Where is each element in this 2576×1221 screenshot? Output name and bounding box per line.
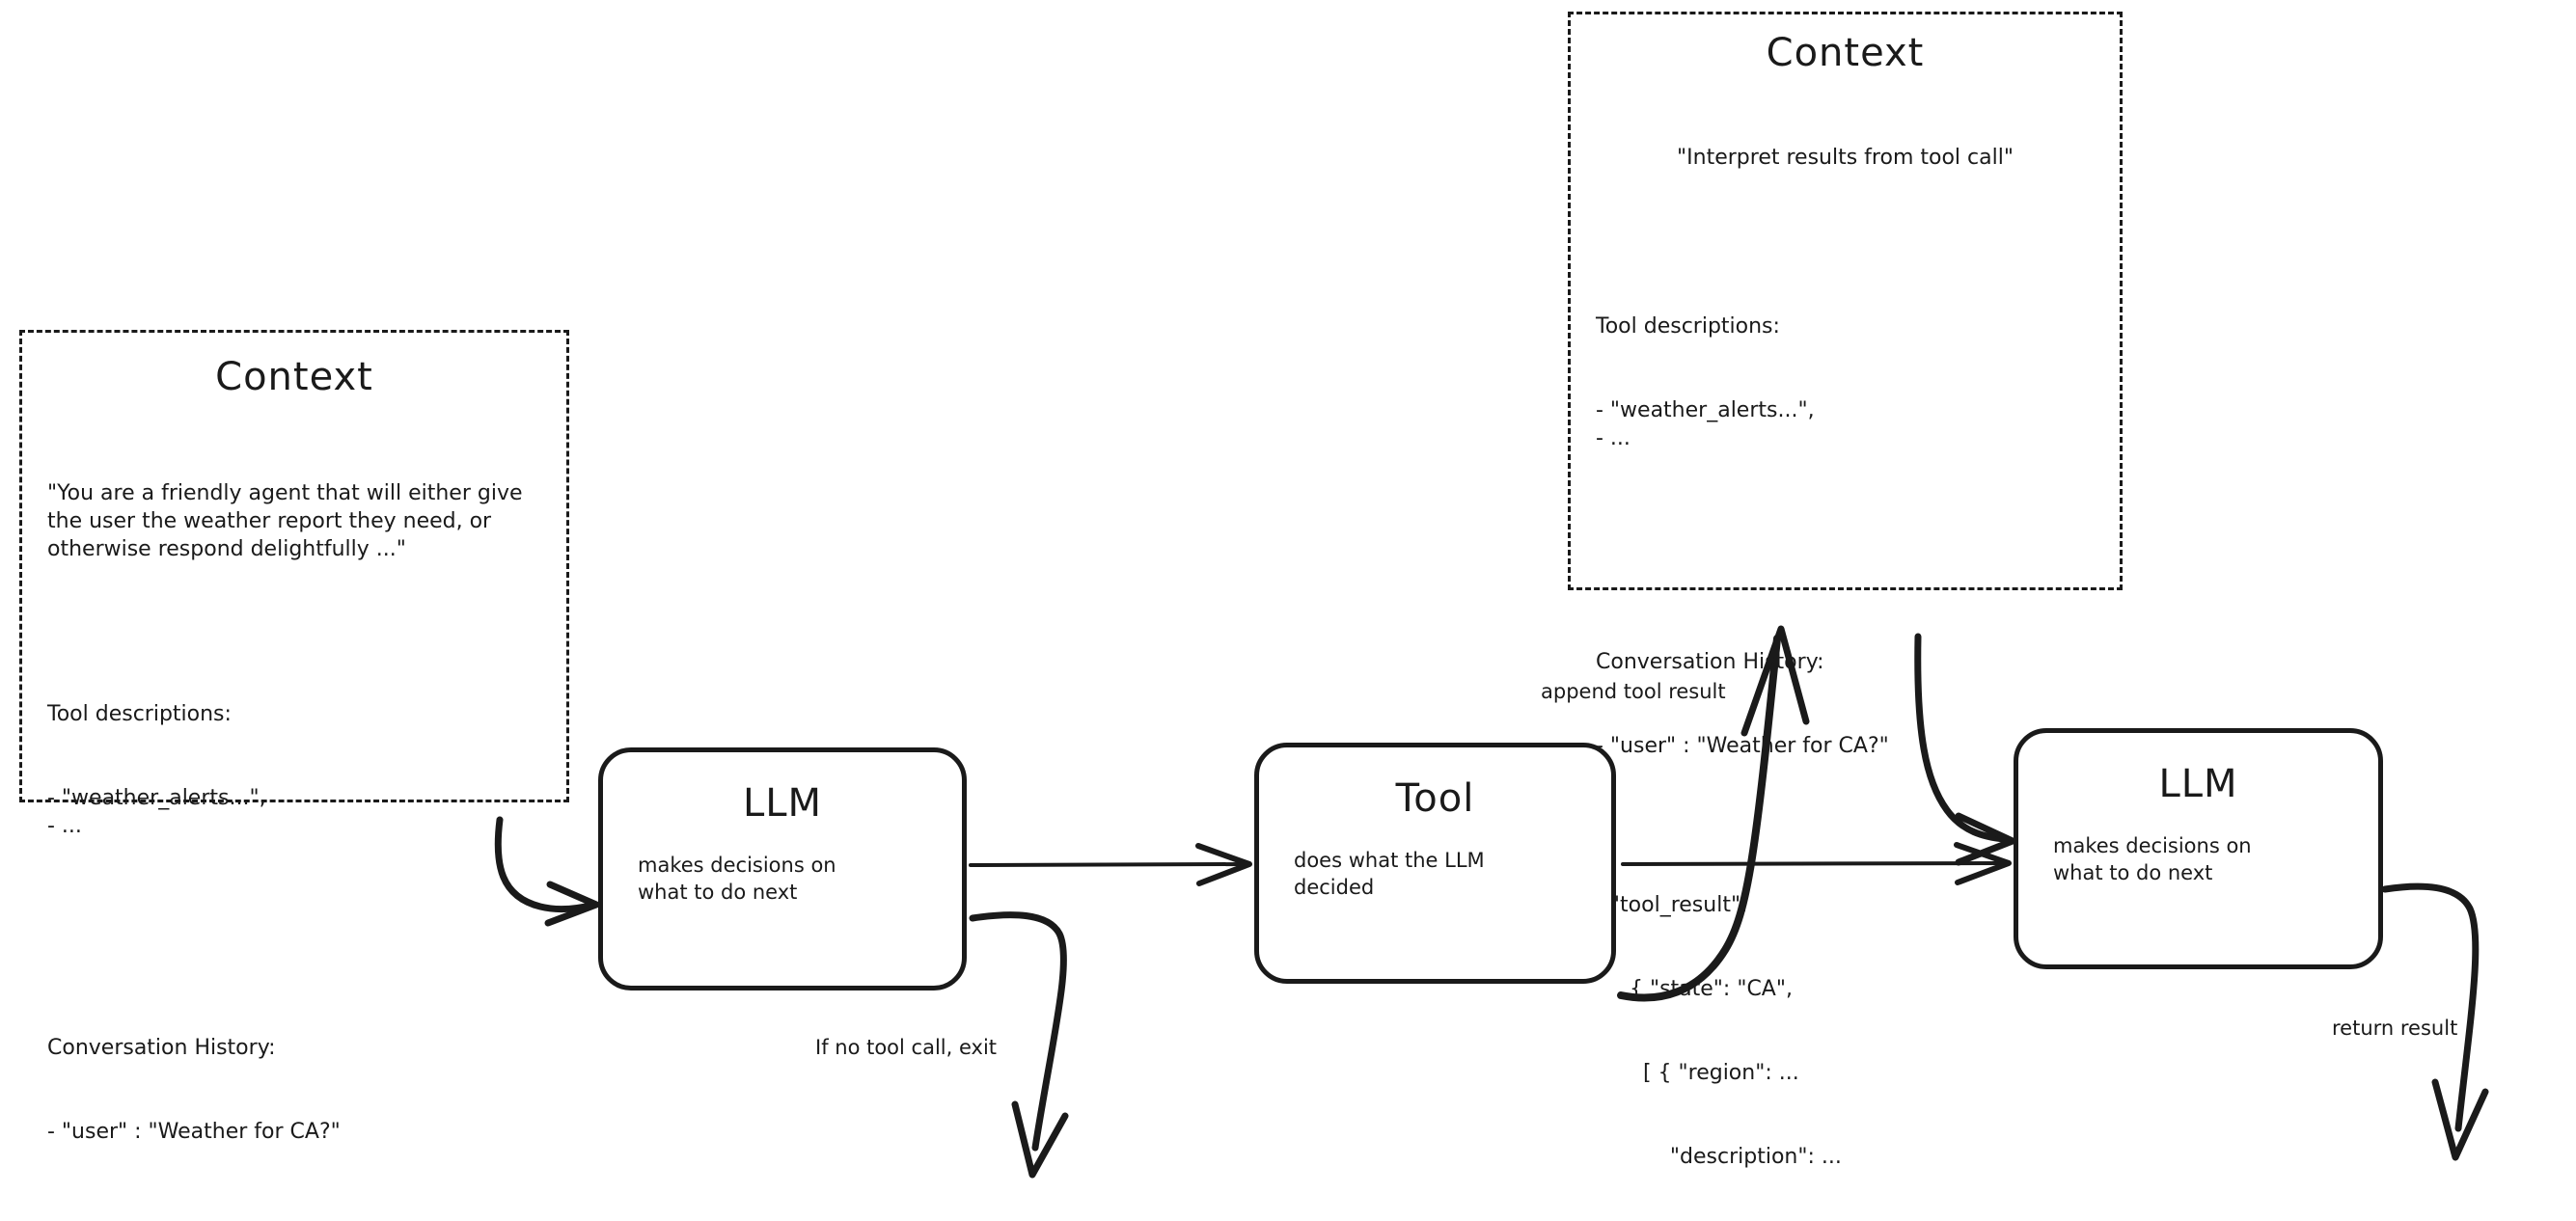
context-body: "Interpret results from tool call" Tool … (1596, 88, 2095, 1221)
tool-descriptions-heading: Tool descriptions: (1596, 314, 1780, 339)
tool-result-line-3: "description": ... (1596, 1145, 1842, 1170)
edge-label-append-tool-result: append tool result (1541, 680, 1726, 703)
context-box-after-tool: Context "Interpret results from tool cal… (1568, 12, 2123, 1169)
conversation-history-items: - "user" : "Weather for CA?" (47, 1119, 341, 1144)
node-subtitle: does what the LLM decided (1294, 849, 1485, 899)
context-title: Context (1766, 31, 1925, 75)
context-body: "You are a friendly agent that will eith… (47, 423, 541, 1221)
conversation-history-heading: Conversation History: (1596, 649, 1824, 674)
node-title: Tool (1395, 776, 1475, 821)
conversation-history-heading: Conversation History: (47, 1035, 276, 1060)
tool-descriptions-items: - "weather_alerts...", - ... (47, 786, 266, 839)
node-subtitle: makes decisions on what to do next (638, 854, 836, 904)
node-title: LLM (2158, 762, 2238, 806)
node-tool[interactable]: Tool does what the LLM decided (1254, 743, 1616, 984)
conversation-history-block: Conversation History: - "user" : "Weathe… (47, 978, 541, 1202)
tool-result-line-2: [ { "region": ... (1596, 1061, 1799, 1085)
context-title: Context (215, 355, 373, 399)
node-subtitle: makes decisions on what to do next (2053, 834, 2252, 884)
tool-descriptions-heading: Tool descriptions: (47, 702, 232, 727)
node-title: LLM (742, 781, 823, 826)
node-llm-first[interactable]: LLM makes decisions on what to do next (598, 747, 967, 990)
system-prompt-text: "You are a friendly agent that will eith… (47, 481, 530, 562)
tool-descriptions-block: Tool descriptions: - "weather_alerts..."… (1596, 257, 2095, 508)
arrow-llm1-to-tool (969, 843, 1252, 886)
instruction-quote: "Interpret results from tool call" (1677, 146, 2014, 171)
edge-label-return-result: return result (2332, 1017, 2458, 1040)
conversation-history-block: Conversation History: - "user" : "Weathe… (1596, 592, 2095, 1221)
tool-result-line-1: { "state": "CA", (1596, 976, 1793, 1001)
node-llm-second[interactable]: LLM makes decisions on what to do next (2014, 728, 2383, 969)
edge-label-exit: If no tool call, exit (815, 1036, 998, 1059)
conversation-history-user: - "user" : "Weather for CA?" (1596, 733, 1889, 758)
tool-descriptions-block: Tool descriptions: - "weather_alerts..."… (47, 644, 541, 896)
tool-descriptions-items: - "weather_alerts...", - ... (1596, 398, 1815, 451)
context-box-initial: Context "You are a friendly agent that w… (19, 330, 569, 1144)
